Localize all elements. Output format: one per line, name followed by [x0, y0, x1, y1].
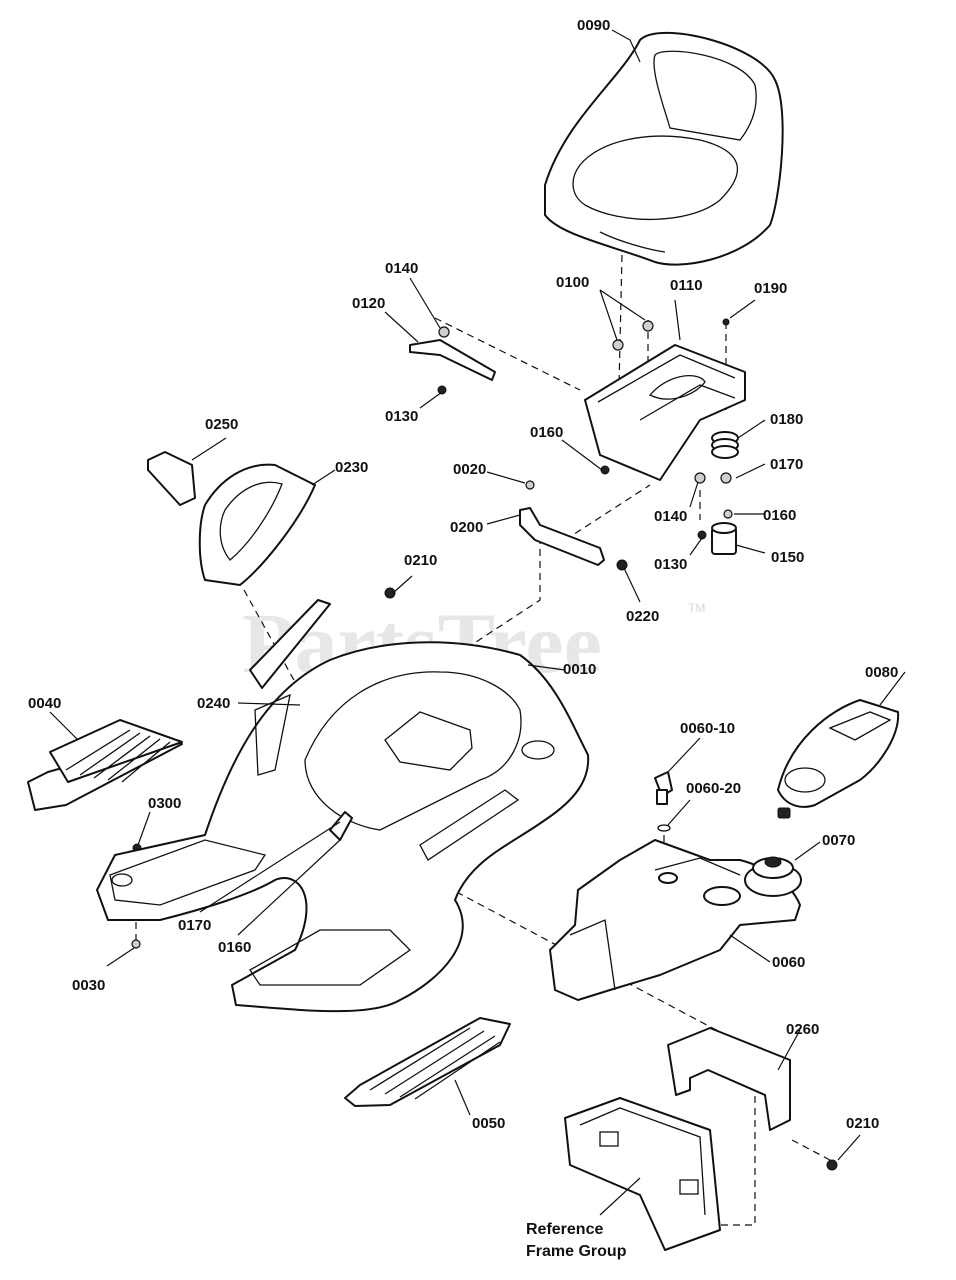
label-0260[interactable]: 0260 [786, 1021, 819, 1038]
elbow-fitting-0060-10[interactable] [654, 771, 673, 805]
label-0130-right[interactable]: 0130 [654, 556, 687, 573]
label-0170-right[interactable]: 0170 [770, 456, 803, 473]
pivot-bracket-0200[interactable] [519, 507, 605, 566]
label-0040[interactable]: 0040 [28, 695, 61, 712]
label-0220[interactable]: 0220 [626, 608, 659, 625]
label-0250[interactable]: 0250 [205, 416, 238, 433]
label-0160-top[interactable]: 0160 [530, 424, 563, 441]
label-0160-right[interactable]: 0160 [763, 507, 796, 524]
label-0090[interactable]: 0090 [577, 17, 610, 34]
label-0140-top[interactable]: 0140 [385, 260, 418, 277]
label-0180[interactable]: 0180 [770, 411, 803, 428]
label-0030[interactable]: 0030 [72, 977, 105, 994]
label-0100[interactable]: 0100 [556, 274, 589, 291]
label-0300[interactable]: 0300 [148, 795, 181, 812]
foot-pad-0040[interactable] [27, 719, 183, 811]
label-0150[interactable]: 0150 [771, 549, 804, 566]
bumper-0150[interactable] [711, 522, 737, 555]
part-labels: 0090 0140 0120 0100 0110 0190 0130 0160 … [28, 17, 898, 1260]
label-0130-left[interactable]: 0130 [385, 408, 418, 425]
body-panel-0010[interactable] [96, 641, 590, 1013]
label-0160-left[interactable]: 0160 [218, 939, 251, 956]
watermark-trademark: TM [688, 601, 705, 615]
foot-pad-0050[interactable] [344, 1017, 511, 1107]
label-0060-10[interactable]: 0060-10 [680, 720, 735, 737]
label-0010[interactable]: 0010 [563, 661, 596, 678]
label-0110[interactable]: 0110 [670, 277, 703, 294]
label-0170-left[interactable]: 0170 [178, 917, 211, 934]
label-0070[interactable]: 0070 [822, 832, 855, 849]
reference-frame-group [564, 1097, 721, 1251]
label-0210-top[interactable]: 0210 [404, 552, 437, 569]
spring-0180[interactable] [711, 431, 739, 459]
label-0200[interactable]: 0200 [450, 519, 483, 536]
reference-line-1: Reference [526, 1221, 603, 1238]
reference-line-2: Frame Group [526, 1243, 627, 1260]
bracket-0260[interactable] [667, 1027, 791, 1131]
label-0060[interactable]: 0060 [772, 954, 805, 971]
leader-lines [49, 29, 906, 1216]
label-0120[interactable]: 0120 [352, 295, 385, 312]
label-0080[interactable]: 0080 [865, 664, 898, 681]
o-ring-0060-20[interactable] [657, 824, 671, 832]
trim-strip [249, 599, 331, 689]
label-0190[interactable]: 0190 [754, 280, 787, 297]
label-0060-20[interactable]: 0060-20 [686, 780, 741, 797]
seat-bracket-0110[interactable] [584, 344, 746, 481]
hardware [131, 318, 838, 1171]
label-0240[interactable]: 0240 [197, 695, 230, 712]
label-0020[interactable]: 0020 [453, 461, 486, 478]
tray-0080[interactable] [777, 699, 900, 819]
fender-pad-0230[interactable] [198, 463, 316, 586]
label-0230[interactable]: 0230 [335, 459, 368, 476]
label-0140-bottom[interactable]: 0140 [654, 508, 687, 525]
label-0050[interactable]: 0050 [472, 1115, 505, 1132]
label-0210-bottom[interactable]: 0210 [846, 1115, 879, 1132]
fuel-cap-0070[interactable] [744, 856, 802, 897]
cover-0250[interactable] [147, 451, 196, 506]
adjust-lever-0120[interactable] [409, 339, 496, 381]
seat-0090[interactable] [544, 31, 784, 266]
